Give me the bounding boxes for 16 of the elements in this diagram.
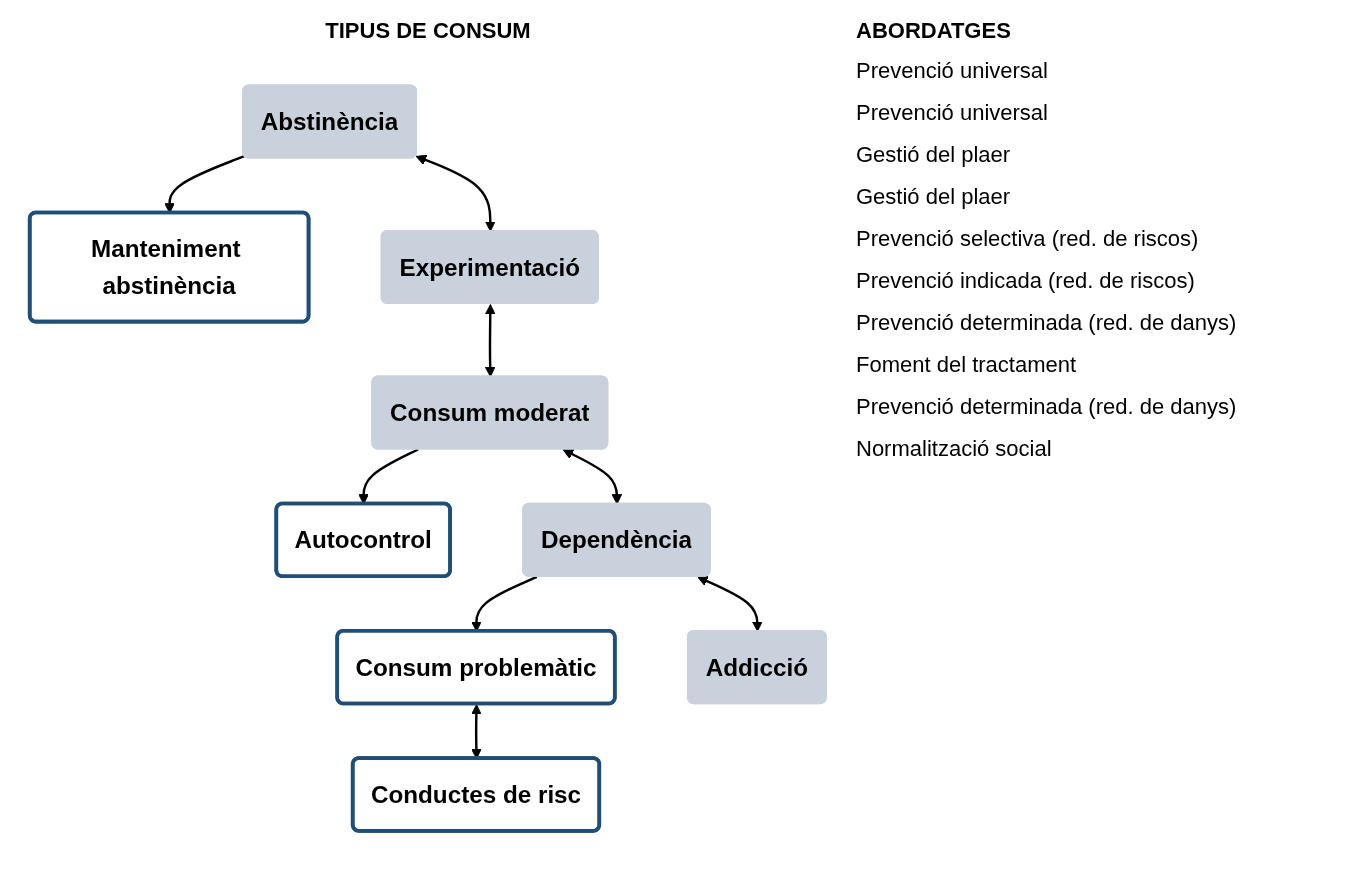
arrow <box>415 154 496 232</box>
approach-text: Normalització social <box>856 436 1053 462</box>
arrow <box>562 449 623 505</box>
approach-text: Prevenció determinada (red. de danys) <box>856 310 1238 336</box>
approach-text: Prevenció indicada (red. de riscos) <box>856 268 1196 294</box>
approach-text: Prevenció universal <box>856 100 1049 126</box>
approach-text: Gestió del plaer <box>856 142 1012 168</box>
approach-text: Prevenció determinada (red. de danys) <box>856 394 1238 420</box>
arrow <box>484 304 496 378</box>
arrow <box>697 576 763 632</box>
approach-text: Foment del tractament <box>856 352 1078 378</box>
column-heading: TIPUS DE CONSUM <box>325 18 531 44</box>
approach-text: Prevenció universal <box>856 58 1049 84</box>
approach-text: Gestió del plaer <box>856 184 1012 210</box>
approach-text: Prevenció selectiva (red. de riscos) <box>856 226 1200 252</box>
column-heading: ABORDATGES <box>856 18 1012 44</box>
